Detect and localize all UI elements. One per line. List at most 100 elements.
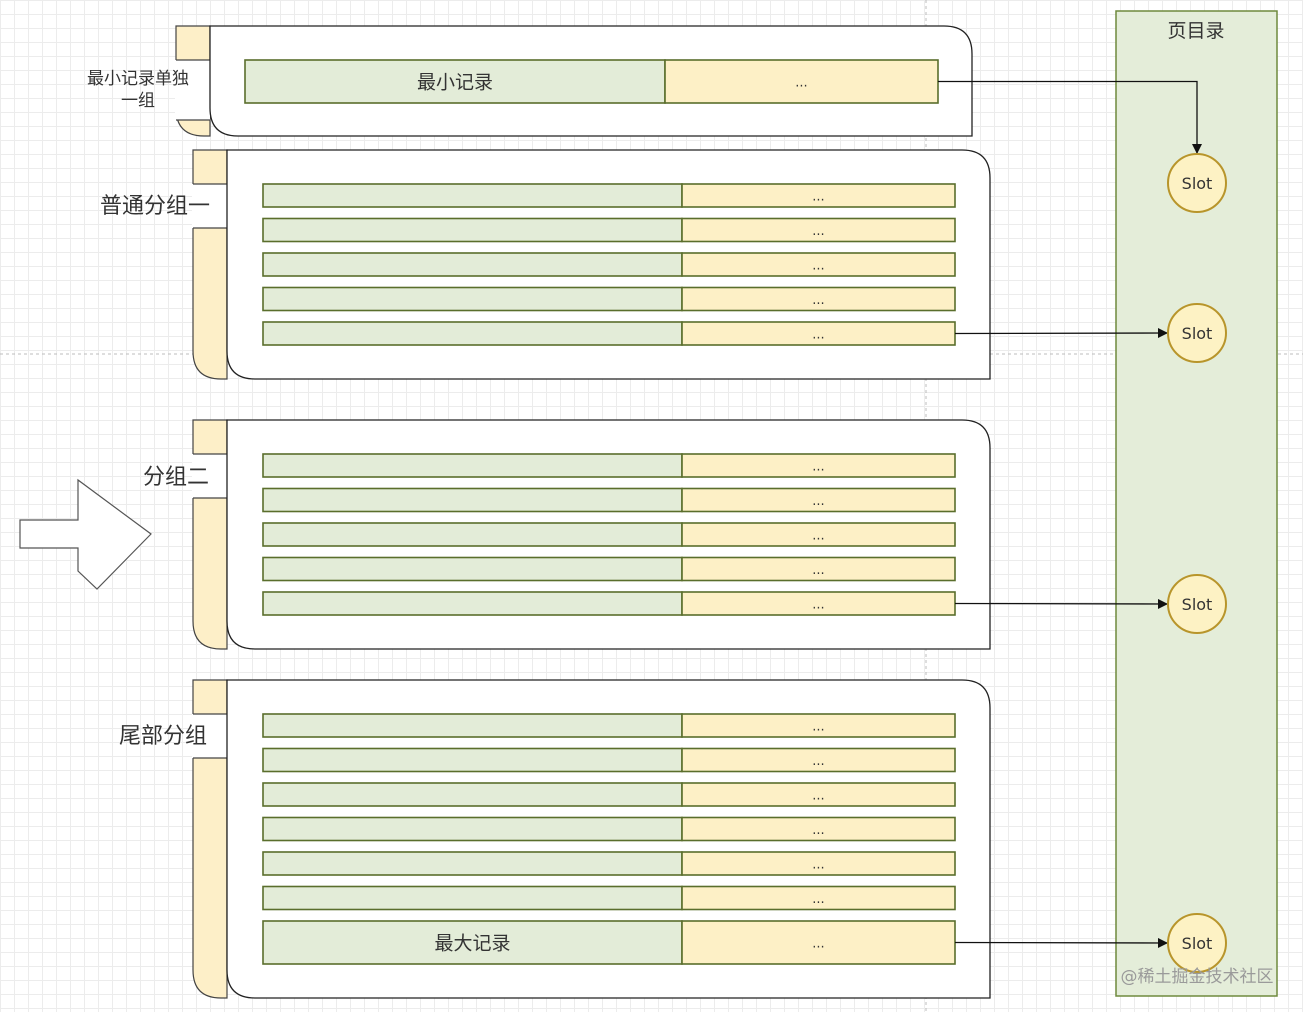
slot-pointer-line xyxy=(954,937,1168,948)
slot-circle xyxy=(1167,153,1227,213)
record-ellipsis: ... xyxy=(812,494,824,509)
record-key-cell xyxy=(262,747,683,773)
record-group: 尾部分组..................最大记录... xyxy=(119,679,991,999)
group-label: 普通分组一 xyxy=(100,194,210,219)
record-row: ... xyxy=(262,851,956,876)
record-ellipsis: ... xyxy=(812,563,824,578)
record-ellipsis: ... xyxy=(812,858,824,873)
record-ellipsis: ... xyxy=(812,754,824,769)
record-key-cell xyxy=(262,591,683,616)
record-key-cell xyxy=(262,713,683,738)
record-ellipsis: ... xyxy=(812,598,824,613)
record-ellipsis: ... xyxy=(812,293,824,308)
record-key-cell xyxy=(262,782,683,807)
record-row: ... xyxy=(262,487,956,513)
record-ellipsis: ... xyxy=(812,892,824,907)
record-key-cell xyxy=(262,321,683,346)
record-key-cell xyxy=(262,217,683,243)
group-label: 分组二 xyxy=(143,465,209,490)
record-data-cell xyxy=(681,816,956,842)
record-row: ... xyxy=(262,885,956,911)
record-ellipsis: ... xyxy=(812,328,824,343)
record-row: ... xyxy=(262,747,956,773)
record-key-cell xyxy=(262,556,683,582)
slot-label: Slot xyxy=(1182,324,1213,343)
record-data-cell xyxy=(664,59,939,104)
right-arrow-shape xyxy=(19,478,152,590)
record-ellipsis: ... xyxy=(795,76,807,91)
record-data-cell xyxy=(681,747,956,773)
directory-slot: Slot xyxy=(1167,153,1227,213)
watermark-text: @稀土掘金技术社区 xyxy=(1121,967,1274,987)
record-data-cell xyxy=(681,851,956,876)
record-row: ... xyxy=(262,591,956,616)
record-row: ... xyxy=(262,321,956,346)
record-row: ... xyxy=(262,816,956,842)
record-data-cell xyxy=(681,217,956,243)
record-row: ... xyxy=(262,453,956,478)
record-key-cell xyxy=(262,885,683,911)
group-tab-gap xyxy=(192,184,227,228)
slot-circle xyxy=(1167,574,1227,634)
record-ellipsis: ... xyxy=(812,937,824,952)
record-ellipsis: ... xyxy=(812,823,824,838)
record-row: ... xyxy=(262,556,956,582)
slot-label: Slot xyxy=(1182,934,1213,953)
slot-circle xyxy=(1167,913,1227,973)
record-row: 最大记录... xyxy=(262,920,956,965)
record-row: ... xyxy=(262,782,956,807)
record-key-cell xyxy=(262,286,683,312)
record-key-cell xyxy=(262,920,683,965)
record-ellipsis: ... xyxy=(812,460,824,475)
record-row: ... xyxy=(262,713,956,738)
slot-circle xyxy=(1167,303,1227,363)
record-data-cell xyxy=(681,885,956,911)
record-key-cell xyxy=(262,183,683,208)
record-data-cell xyxy=(681,920,956,965)
record-key-cell xyxy=(262,522,683,547)
record-ellipsis: ... xyxy=(812,529,824,544)
record-groups: 最小记录单独一组最小记录...普通分组一...............分组二..… xyxy=(87,25,991,999)
record-row: ... xyxy=(262,252,956,277)
slot-label: Slot xyxy=(1182,174,1213,193)
record-row: ... xyxy=(262,217,956,243)
record-data-cell xyxy=(681,556,956,582)
record-group: 普通分组一............... xyxy=(100,149,991,380)
record-row: 最小记录... xyxy=(244,59,939,104)
group-tab-gap xyxy=(192,454,227,498)
directory-slot: Slot xyxy=(1167,913,1227,973)
record-group: 最小记录单独一组最小记录... xyxy=(87,25,973,137)
record-key-cell xyxy=(262,816,683,842)
record-data-cell xyxy=(681,522,956,547)
record-key-label: 最大记录 xyxy=(434,933,510,955)
slot-pointer-line xyxy=(954,598,1168,609)
page-directory-title: 页目录 xyxy=(1167,20,1224,42)
slot-pointer-line xyxy=(954,328,1168,339)
record-row: ... xyxy=(262,286,956,312)
record-ellipsis: ... xyxy=(812,224,824,239)
group-tab-gap xyxy=(192,714,227,758)
group-label: 尾部分组 xyxy=(119,724,207,749)
slot-pointer-line xyxy=(938,80,1202,154)
record-row: ... xyxy=(262,183,956,208)
record-key-cell xyxy=(262,851,683,876)
record-ellipsis: ... xyxy=(812,259,824,274)
record-ellipsis: ... xyxy=(812,190,824,205)
record-key-label: 最小记录 xyxy=(417,72,493,94)
record-key-cell xyxy=(262,487,683,513)
directory-slot: Slot xyxy=(1167,303,1227,363)
slot-label: Slot xyxy=(1182,595,1213,614)
group-tab-back xyxy=(192,679,228,999)
record-key-cell xyxy=(244,59,666,104)
group-label: 一组 xyxy=(121,91,155,111)
record-ellipsis: ... xyxy=(812,720,824,735)
slot-connectors xyxy=(938,80,1202,948)
directory-slot: Slot xyxy=(1167,574,1227,634)
record-data-cell xyxy=(681,183,956,208)
record-data-cell xyxy=(681,713,956,738)
record-group: 分组二............... xyxy=(143,419,991,650)
record-data-cell xyxy=(681,782,956,807)
